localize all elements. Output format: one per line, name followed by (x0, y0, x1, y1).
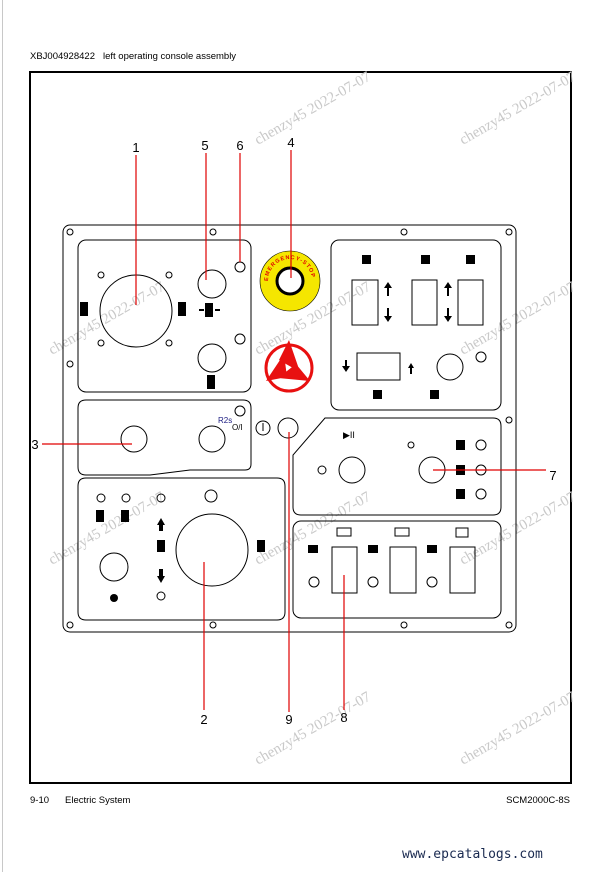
seat-heat-icon (368, 545, 378, 553)
watermark: chenzy45 2022-07-07 (252, 689, 374, 769)
subpanel-drive-mode (77, 239, 252, 393)
callout-7: 7 (549, 468, 556, 483)
arrow-up-icon (157, 518, 165, 531)
key-icon (255, 420, 271, 436)
axle-icon (157, 540, 165, 552)
footer-model: SCM2000C-8S (506, 795, 570, 806)
axle-icon (96, 510, 104, 522)
page-header: XBJ004928422 left operating console assem… (30, 51, 244, 62)
outrigger-icon (430, 390, 439, 399)
watermark: chenzy45 2022-07-07 (46, 489, 168, 569)
wheel-steer-icon (178, 302, 186, 316)
brand-logo (264, 340, 314, 393)
outrigger-icon (373, 390, 382, 399)
round-switch[interactable] (436, 353, 464, 381)
travel-switch-2[interactable] (175, 513, 249, 587)
watermark: chenzy45 2022-07-07 (252, 489, 374, 569)
rocker-switch[interactable] (351, 279, 379, 326)
switch-9[interactable] (277, 417, 299, 439)
subpanel-suspension (77, 399, 252, 476)
callout-1: 1 (132, 140, 139, 155)
switch-5[interactable] (197, 269, 227, 299)
arrow-up-icon (384, 282, 392, 296)
arrow-down-icon (384, 308, 392, 322)
footer-page: 9-10 (30, 795, 50, 806)
rocker-switch[interactable] (356, 352, 401, 381)
callout-8: 8 (340, 710, 347, 725)
counterweight-icon (456, 440, 465, 450)
heater-icon (336, 527, 352, 537)
arrow-up-icon (444, 282, 452, 296)
rocker-switch[interactable] (411, 279, 438, 326)
play-pause-switch[interactable] (338, 456, 366, 484)
indicator-lamp (234, 405, 246, 417)
doc-title: left operating console assembly (102, 51, 237, 62)
indicator-6 (234, 261, 246, 273)
seat-heat-icon (427, 545, 437, 553)
crab-steer-icon (205, 303, 213, 317)
all-wheel-icon (207, 375, 215, 389)
axle-icon (257, 540, 265, 552)
page-edge (2, 0, 3, 872)
r2s-label: R2s (218, 416, 232, 425)
switch-3[interactable] (120, 425, 148, 453)
arrow-down-icon (157, 569, 165, 583)
emergency-stop-button[interactable]: EMERGENCY-STOP (259, 250, 321, 312)
indicator-lamp (234, 333, 246, 345)
axle-icon (121, 510, 129, 522)
watermark: chenzy45 2022-07-07 (457, 279, 579, 359)
counterweight-icon (456, 489, 465, 499)
arrow-down-icon (342, 360, 350, 372)
pictogram-icons (80, 255, 475, 602)
wheel-steer-icon (80, 302, 88, 316)
callout-3: 3 (31, 437, 38, 452)
switch-crab[interactable] (197, 343, 227, 373)
rocker-switch[interactable] (389, 546, 417, 594)
callout-lines (42, 150, 546, 712)
callout-9: 9 (285, 712, 292, 727)
rocker-switch[interactable] (449, 546, 476, 594)
watermark: chenzy45 2022-07-07 (457, 689, 579, 769)
figure-frame (29, 71, 572, 784)
doc-id: XBJ004928422 (30, 51, 95, 62)
outrigger-icon (466, 255, 475, 264)
on-off-label: O/I (232, 423, 243, 432)
subpanel-outriggers (330, 239, 502, 411)
outrigger-icon (421, 255, 430, 264)
watermark: chenzy45 2022-07-07 (252, 69, 374, 149)
seat-heat-icon (308, 545, 318, 553)
arrow-down-icon (444, 308, 452, 322)
mounting-holes (66, 228, 513, 629)
callout-5: 5 (201, 138, 208, 153)
steering-wheel-icon (110, 594, 118, 602)
footer-section: Electric System (65, 795, 131, 806)
callout-2: 2 (200, 712, 207, 727)
play-pause-icon: ▶II (343, 430, 355, 440)
callout-numbers: 1 2 3 4 5 6 7 8 9 (31, 135, 556, 727)
ac-icon (455, 527, 469, 538)
switch-parking[interactable] (198, 425, 226, 453)
callout-4: 4 (287, 135, 294, 150)
site-url: www.epcatalogs.com (402, 847, 543, 862)
subpanel-counterweight (292, 417, 502, 516)
watermark: chenzy45 2022-07-07 (457, 69, 579, 149)
switch-travel-lock[interactable] (99, 552, 129, 582)
rocker-switch[interactable] (457, 279, 484, 326)
arrow-up-icon (408, 363, 414, 374)
fan-icon (394, 527, 410, 537)
callout-6: 6 (236, 138, 243, 153)
outrigger-icon (362, 255, 371, 264)
subpanel-travel (77, 477, 286, 621)
subpanel-heater (292, 520, 502, 619)
watermark: chenzy45 2022-07-07 (46, 279, 168, 359)
watermarks: chenzy45 2022-07-07 chenzy45 2022-07-07 … (46, 69, 579, 769)
